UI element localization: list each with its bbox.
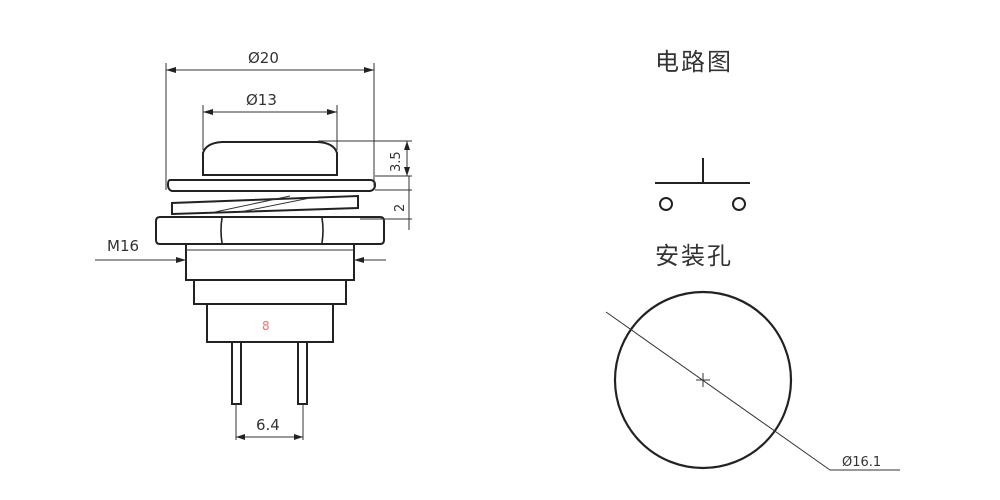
circuit-diagram: 电路图 xyxy=(655,48,750,211)
push-button-side-view: 8 xyxy=(155,141,385,405)
nut-face-2 xyxy=(321,217,324,244)
label-6-4: 6.4 xyxy=(256,416,280,434)
dimension-lines: Ø20 Ø13 3.5 2 M16 6.4 xyxy=(95,49,412,440)
pin-left xyxy=(231,341,242,405)
hole-diameter-leader xyxy=(605,311,831,471)
label-o20: Ø20 xyxy=(248,49,279,67)
lower-body xyxy=(193,279,347,305)
arrow-6-4-right xyxy=(294,434,303,440)
nut-face-1 xyxy=(220,217,223,244)
top-flange xyxy=(166,179,377,192)
label-m16: M16 xyxy=(107,237,139,255)
arrow-o13-left xyxy=(203,109,213,115)
button-cap xyxy=(202,141,338,176)
threaded-body xyxy=(185,243,355,281)
body-mark: 8 xyxy=(262,319,270,333)
arrow-3-5-bottom xyxy=(404,167,410,176)
contact-right xyxy=(732,197,746,211)
mount-title: 安装孔 xyxy=(655,242,733,270)
base-housing xyxy=(206,303,334,343)
washer xyxy=(171,194,359,216)
label-3-5: 3.5 xyxy=(389,151,404,172)
arrow-3-5-top xyxy=(404,141,410,150)
arrow-m16-right xyxy=(354,257,364,263)
washer-split xyxy=(214,195,291,213)
arrow-o20-right xyxy=(364,67,374,73)
hex-nut xyxy=(155,216,385,245)
label-2: 2 xyxy=(393,204,408,212)
arrow-m16-left xyxy=(176,257,186,263)
arrow-o13-right xyxy=(327,109,337,115)
label-hole-dia: Ø16.1 xyxy=(842,455,881,470)
contact-left xyxy=(659,197,673,211)
circuit-title: 电路图 xyxy=(655,48,733,76)
mounting-hole-diagram: 安装孔 Ø16.1 xyxy=(605,242,900,471)
label-o13: Ø13 xyxy=(246,91,277,109)
arrow-6-4-left xyxy=(236,434,245,440)
arrow-o20-left xyxy=(166,67,176,73)
washer-split-2 xyxy=(239,197,311,213)
pin-right xyxy=(297,341,308,405)
